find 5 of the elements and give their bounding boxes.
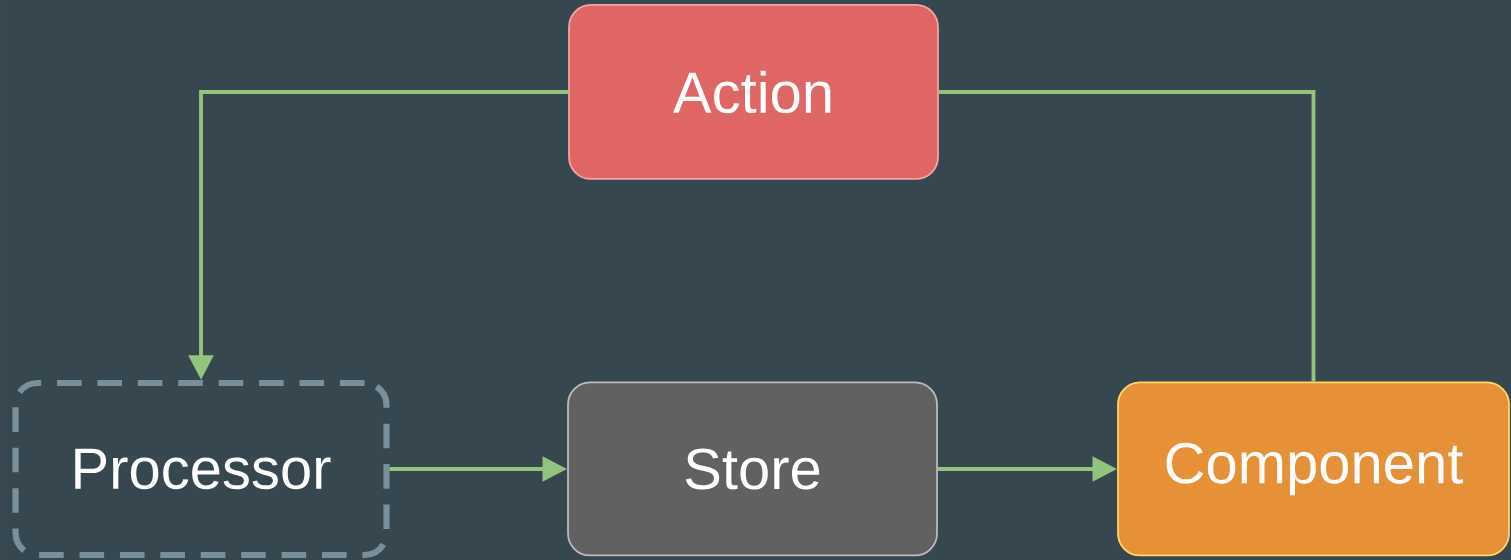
action-box: Action (568, 4, 939, 180)
connector-line (938, 90, 1316, 382)
store-box: Store (567, 381, 938, 557)
component-box: Component (1117, 381, 1510, 557)
dashed-box: Processor (12, 379, 390, 559)
